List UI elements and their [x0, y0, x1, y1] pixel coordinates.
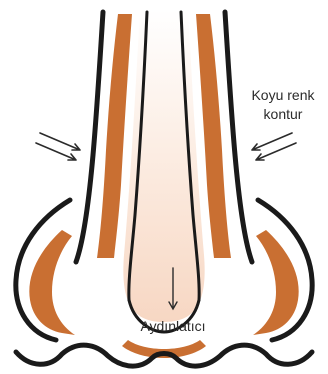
contour-label-line2: kontur: [264, 106, 303, 122]
highlight-label: Aydınlatıcı: [140, 318, 205, 334]
left-nostril-contour: [29, 230, 75, 335]
contour-label-line1: Koyu renk: [251, 87, 315, 103]
nostril-bottom-line: [16, 345, 312, 366]
left-outer-bridge-line: [76, 12, 103, 262]
highlight-area: [123, 10, 204, 322]
right-arrows: [252, 133, 296, 160]
right-nostril-contour: [253, 230, 299, 335]
right-outer-bridge-line: [225, 12, 252, 262]
left-arrows: [36, 133, 80, 160]
